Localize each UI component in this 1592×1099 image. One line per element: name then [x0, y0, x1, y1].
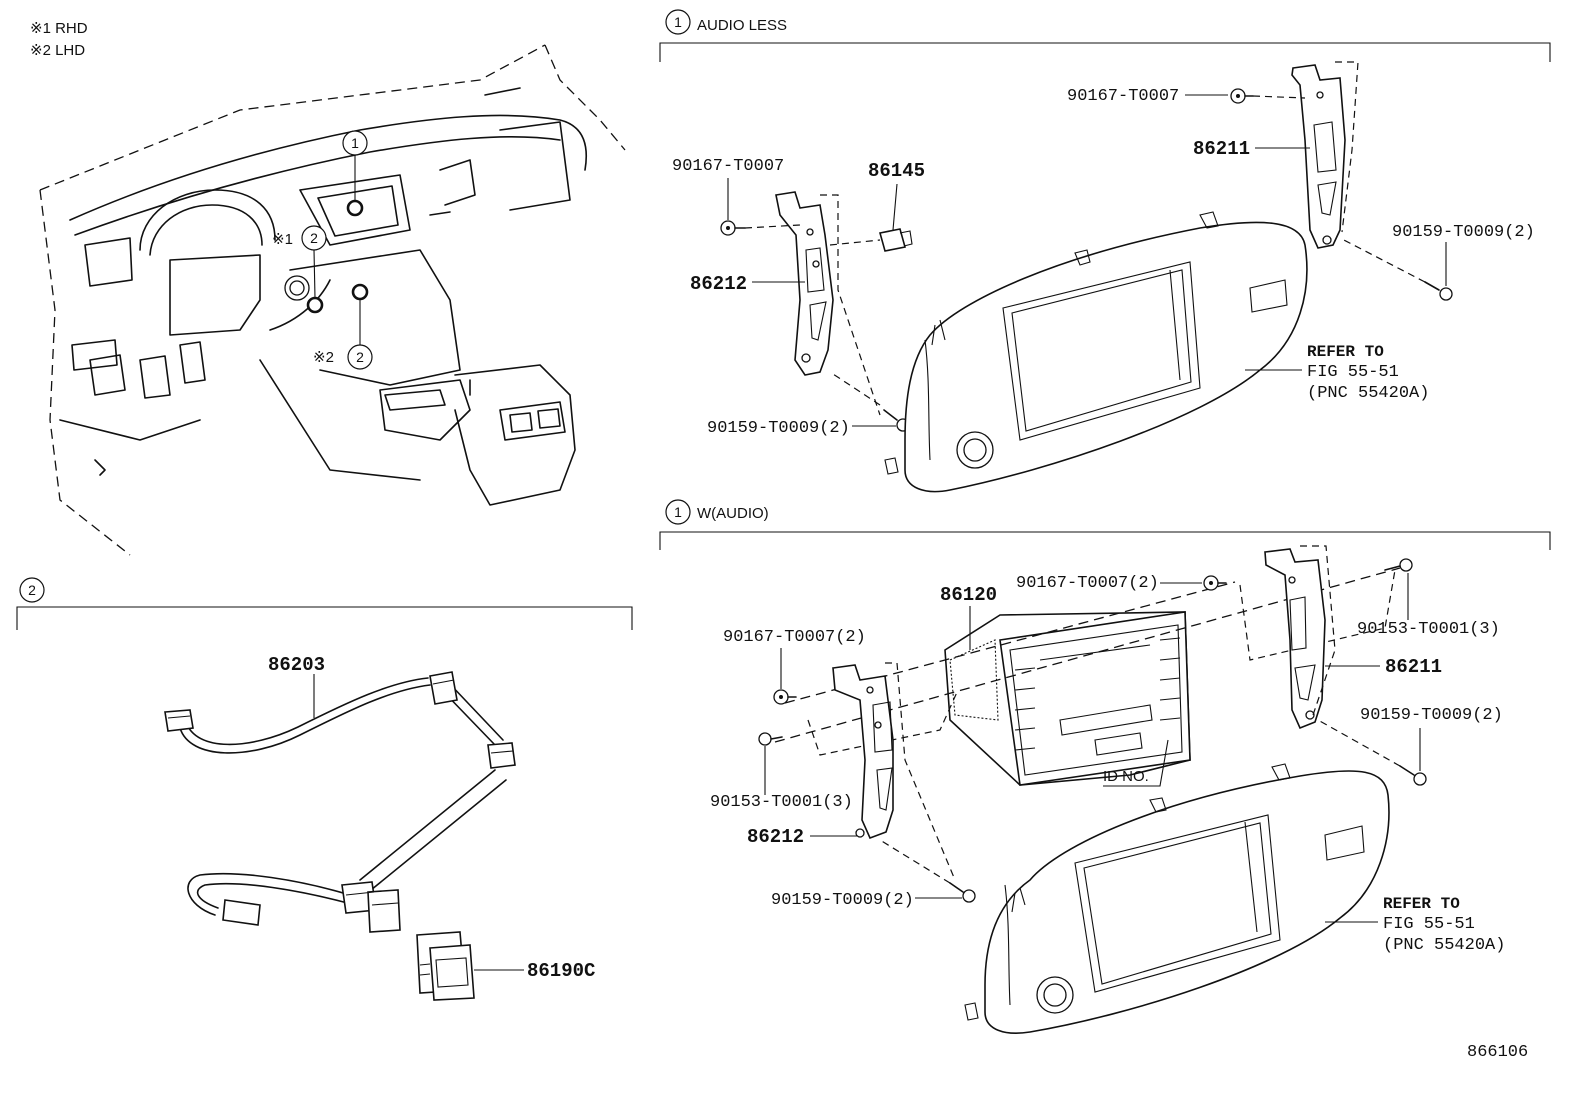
callout-2-rhd: 2	[301, 225, 327, 251]
svg-text:1: 1	[674, 14, 682, 30]
bracket-86212-audio-less	[775, 191, 881, 416]
bracket-86211-w-audio	[1264, 545, 1336, 730]
svg-text:1: 1	[674, 504, 682, 520]
refer-audio-less-line1: REFER TO	[1307, 343, 1384, 361]
center-panel-w-audio	[964, 763, 1390, 1034]
part-86145	[829, 228, 913, 252]
label-90167-right: 90167-T0007	[1067, 87, 1179, 106]
refer-audio-less-line3: (PNC 55420A)	[1307, 384, 1429, 403]
label-90153-3-w-audio-left: 90153-T0001(3)	[710, 793, 853, 812]
dashboard-overview	[39, 44, 626, 556]
label-90153-3-w-audio-right: 90153-T0001(3)	[1357, 620, 1500, 639]
section-w-audio-title: W(AUDIO)	[697, 505, 769, 522]
label-90167-2-w-audio-right: 90167-T0007(2)	[1016, 574, 1159, 593]
screw-90167-left	[720, 220, 801, 236]
note-2-marker: ※2	[313, 349, 334, 366]
svg-text:2: 2	[356, 349, 364, 365]
figure-id: 866106	[1467, 1043, 1528, 1062]
switch-86190c	[416, 931, 475, 1001]
label-86211-audio-less: 86211	[1193, 138, 1250, 160]
label-90159-audio-less-bottom: 90159-T0009(2)	[707, 419, 850, 438]
audio-unit-86120	[944, 611, 1191, 786]
label-86211-w-audio: 86211	[1385, 656, 1442, 678]
refer-w-audio-line3: (PNC 55420A)	[1383, 936, 1505, 955]
callout-1-dashboard: 1	[342, 130, 368, 156]
section-2-header: 2	[16, 577, 633, 630]
screw-90159-audio-less-right	[1339, 237, 1453, 301]
label-86212-audio-less: 86212	[690, 273, 747, 295]
svg-text:2: 2	[28, 582, 36, 598]
label-90159-2-w-audio-bottom: 90159-T0009(2)	[771, 891, 914, 910]
refer-w-audio-line2: FIG 55-51	[1383, 915, 1475, 934]
label-90167-2-w-audio-left: 90167-T0007(2)	[723, 628, 866, 647]
label-86145: 86145	[868, 160, 925, 182]
screw-90167-right	[1230, 88, 1306, 104]
label-86203: 86203	[268, 654, 325, 676]
screw-90153-3-w-audio-left	[758, 732, 783, 746]
wire-harness-86203	[164, 671, 516, 933]
label-90167-left: 90167-T0007	[672, 157, 784, 176]
legend-rhd: ※1 RHD	[30, 20, 88, 37]
bracket-86212-w-audio	[832, 662, 956, 881]
screw-90167-2-w-audio-right	[1203, 575, 1227, 591]
svg-text:2: 2	[310, 230, 318, 246]
label-86190c: 86190C	[527, 960, 595, 982]
bracket-86211-audio-less	[1291, 61, 1359, 249]
label-90159-audio-less-right: 90159-T0009(2)	[1392, 223, 1535, 242]
label-86120: 86120	[940, 584, 997, 606]
center-panel-audio-less	[884, 211, 1308, 493]
note-1-marker: ※1	[272, 231, 293, 248]
screw-90159-2-w-audio-bottom	[879, 839, 976, 903]
callout-2-lhd: 2	[347, 344, 373, 370]
legend-lhd: ※2 LHD	[30, 42, 85, 59]
label-86212-w-audio: 86212	[747, 826, 804, 848]
section-audio-less-header: 1	[659, 9, 1551, 62]
screw-90167-2-w-audio-left	[773, 689, 797, 705]
section-audio-less-title: AUDIO LESS	[697, 17, 787, 34]
label-90159-2-w-audio-right: 90159-T0009(2)	[1360, 706, 1503, 725]
svg-text:1: 1	[351, 135, 359, 151]
section-w-audio-header: 1	[659, 499, 1551, 550]
refer-audio-less-line2: FIG 55-51	[1307, 363, 1399, 382]
label-id-no: ID NO.	[1103, 768, 1149, 785]
screw-90159-2-w-audio-right	[1317, 719, 1427, 786]
screw-90153-3-w-audio-right	[1384, 558, 1413, 572]
refer-w-audio-line1: REFER TO	[1383, 895, 1460, 913]
